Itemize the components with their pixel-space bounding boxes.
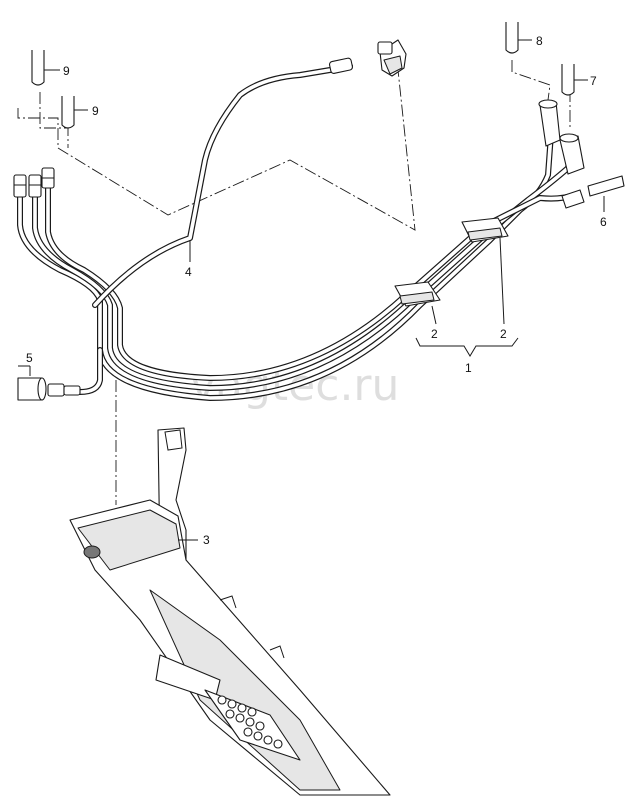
underbody-cover [69, 427, 391, 796]
callout-8: 8 [536, 34, 543, 48]
callout-7: 7 [590, 74, 597, 88]
callout-9-upper: 9 [63, 64, 70, 78]
right-connectors [538, 99, 585, 209]
callout-2-left: 2 [431, 327, 438, 341]
pipe-bundle [17, 63, 578, 401]
callout-2-right: 2 [500, 327, 507, 341]
callouts: 1 2 2 3 4 5 6 7 8 9 9 [26, 34, 607, 547]
callout-3: 3 [203, 533, 210, 547]
vent-holes [217, 695, 283, 749]
left-pipe-ends [13, 167, 55, 198]
callout-6: 6 [600, 215, 607, 229]
reference-lines [17, 60, 571, 505]
top-connector [328, 39, 407, 77]
callout-1: 1 [465, 361, 472, 375]
hose-caps-9 [31, 50, 75, 129]
coupling-5 [17, 377, 81, 401]
callout-4: 4 [185, 265, 192, 279]
callout-9-lower: 9 [92, 104, 99, 118]
hose-caps-7-8 [505, 22, 625, 197]
holder-clips [394, 217, 509, 307]
callout-5: 5 [26, 351, 33, 365]
leader-lines [18, 39, 605, 541]
